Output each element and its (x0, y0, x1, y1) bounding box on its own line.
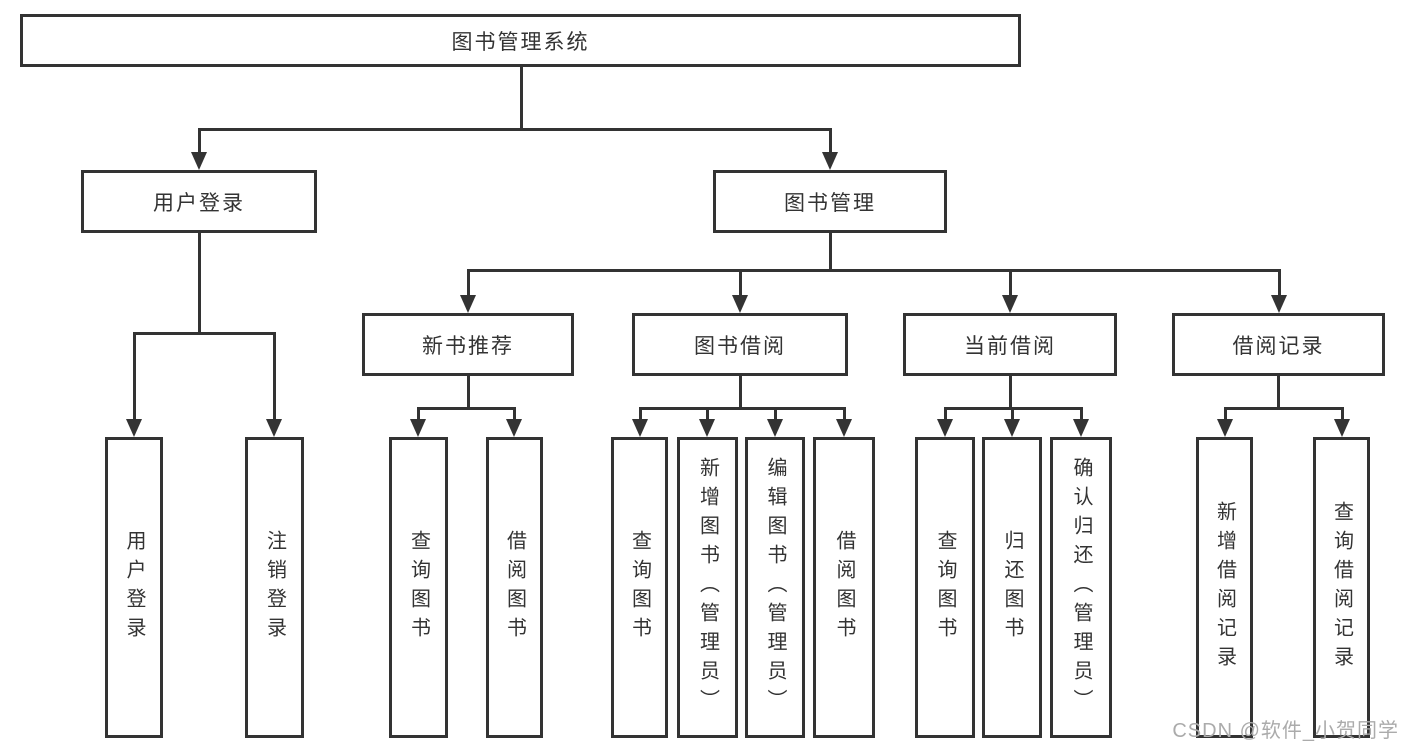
connector-arrow (506, 419, 522, 437)
connector-arrow (732, 295, 748, 313)
leaf-borrow-book-1-label: 借阅图书 (503, 529, 526, 646)
connector-line (273, 332, 276, 420)
connector-line (1224, 407, 1227, 420)
node-root-label: 图书管理系统 (451, 30, 590, 54)
node-user-login: 用户登录 (81, 170, 317, 233)
connector-line (1224, 407, 1344, 410)
connector-line (944, 407, 947, 420)
connector-line (739, 269, 742, 296)
connector-arrow (822, 152, 838, 170)
leaf-return-book-label: 归还图书 (1001, 529, 1023, 646)
node-borrow-records-label: 借阅记录 (1232, 334, 1325, 358)
leaf-borrow-book-2: 借阅图书 (813, 437, 875, 738)
connector-arrow (1004, 419, 1020, 437)
watermark: CSDN @软件_小贺同学 (1172, 720, 1399, 742)
node-user-login-label: 用户登录 (153, 191, 245, 215)
connector-line (843, 407, 846, 420)
node-new-book-recommend: 新书推荐 (362, 313, 574, 376)
leaf-add-borrow-record-label: 新增借阅记录 (1213, 500, 1236, 675)
leaf-query-book-1-label: 查询图书 (407, 529, 430, 646)
connector-line (639, 407, 845, 410)
connector-line (417, 407, 420, 420)
leaf-add-borrow-record: 新增借阅记录 (1196, 437, 1253, 738)
node-borrow-records: 借阅记录 (1172, 313, 1385, 376)
connector-arrow (937, 419, 953, 437)
connector-line (467, 269, 470, 296)
connector-line (467, 375, 470, 409)
connector-line (1278, 269, 1281, 296)
leaf-user-login-label: 用户登录 (123, 529, 145, 646)
connector-arrow (1002, 295, 1018, 313)
connector-line (1341, 407, 1344, 420)
connector-arrow (767, 419, 783, 437)
connector-line (133, 332, 276, 335)
connector-line (198, 128, 201, 154)
connector-line (1009, 375, 1012, 409)
leaf-query-book-2: 查询图书 (611, 437, 668, 738)
node-book-borrow-label: 图书借阅 (694, 334, 786, 358)
leaf-borrow-book-1: 借阅图书 (486, 437, 543, 738)
connector-line (739, 375, 742, 409)
node-book-management: 图书管理 (713, 170, 947, 233)
connector-arrow (699, 419, 715, 437)
connector-line (198, 128, 832, 131)
node-root: 图书管理系统 (20, 14, 1021, 67)
leaf-edit-book-admin-label: 编辑图书（管理员） (764, 457, 786, 718)
connector-arrow (632, 419, 648, 437)
connector-arrow (126, 419, 142, 437)
leaf-query-book-1: 查询图书 (389, 437, 448, 738)
leaf-logout: 注销登录 (245, 437, 304, 738)
leaf-query-borrow-record: 查询借阅记录 (1313, 437, 1370, 738)
leaf-confirm-return-admin-label: 确认归还（管理员） (1070, 457, 1092, 718)
connector-line (133, 332, 136, 420)
node-new-book-recommend-label: 新书推荐 (422, 334, 514, 358)
leaf-query-book-3-label: 查询图书 (934, 529, 956, 646)
connector-line (1009, 269, 1012, 296)
leaf-return-book: 归还图书 (982, 437, 1042, 738)
connector-line (829, 233, 832, 272)
node-current-borrow-label: 当前借阅 (964, 334, 1056, 358)
connector-line (513, 407, 516, 420)
connector-line (829, 128, 832, 154)
connector-line (198, 233, 201, 334)
connector-arrow (1073, 419, 1089, 437)
leaf-add-book-admin: 新增图书（管理员） (677, 437, 738, 738)
leaf-query-borrow-record-label: 查询借阅记录 (1330, 500, 1353, 675)
connector-line (1011, 407, 1014, 420)
leaf-query-book-3: 查询图书 (915, 437, 975, 738)
connector-arrow (1217, 419, 1233, 437)
connector-line (520, 66, 523, 129)
leaf-query-book-2-label: 查询图书 (628, 529, 651, 646)
leaf-add-book-admin-label: 新增图书（管理员） (696, 457, 719, 718)
node-book-management-label: 图书管理 (784, 191, 876, 215)
connector-arrow (1271, 295, 1287, 313)
connector-line (467, 269, 1281, 272)
leaf-confirm-return-admin: 确认归还（管理员） (1050, 437, 1112, 738)
connector-line (706, 407, 709, 420)
connector-arrow (836, 419, 852, 437)
connector-arrow (1334, 419, 1350, 437)
connector-arrow (266, 419, 282, 437)
connector-line (774, 407, 777, 420)
leaf-logout-label: 注销登录 (263, 529, 286, 646)
leaf-borrow-book-2-label: 借阅图书 (833, 529, 855, 646)
connector-arrow (191, 152, 207, 170)
leaf-user-login: 用户登录 (105, 437, 163, 738)
connector-line (1277, 375, 1280, 409)
connector-line (1080, 407, 1083, 420)
node-current-borrow: 当前借阅 (903, 313, 1117, 376)
leaf-edit-book-admin: 编辑图书（管理员） (745, 437, 805, 738)
connector-arrow (460, 295, 476, 313)
node-book-borrow: 图书借阅 (632, 313, 848, 376)
connector-line (639, 407, 642, 420)
connector-line (417, 407, 516, 410)
connector-arrow (410, 419, 426, 437)
